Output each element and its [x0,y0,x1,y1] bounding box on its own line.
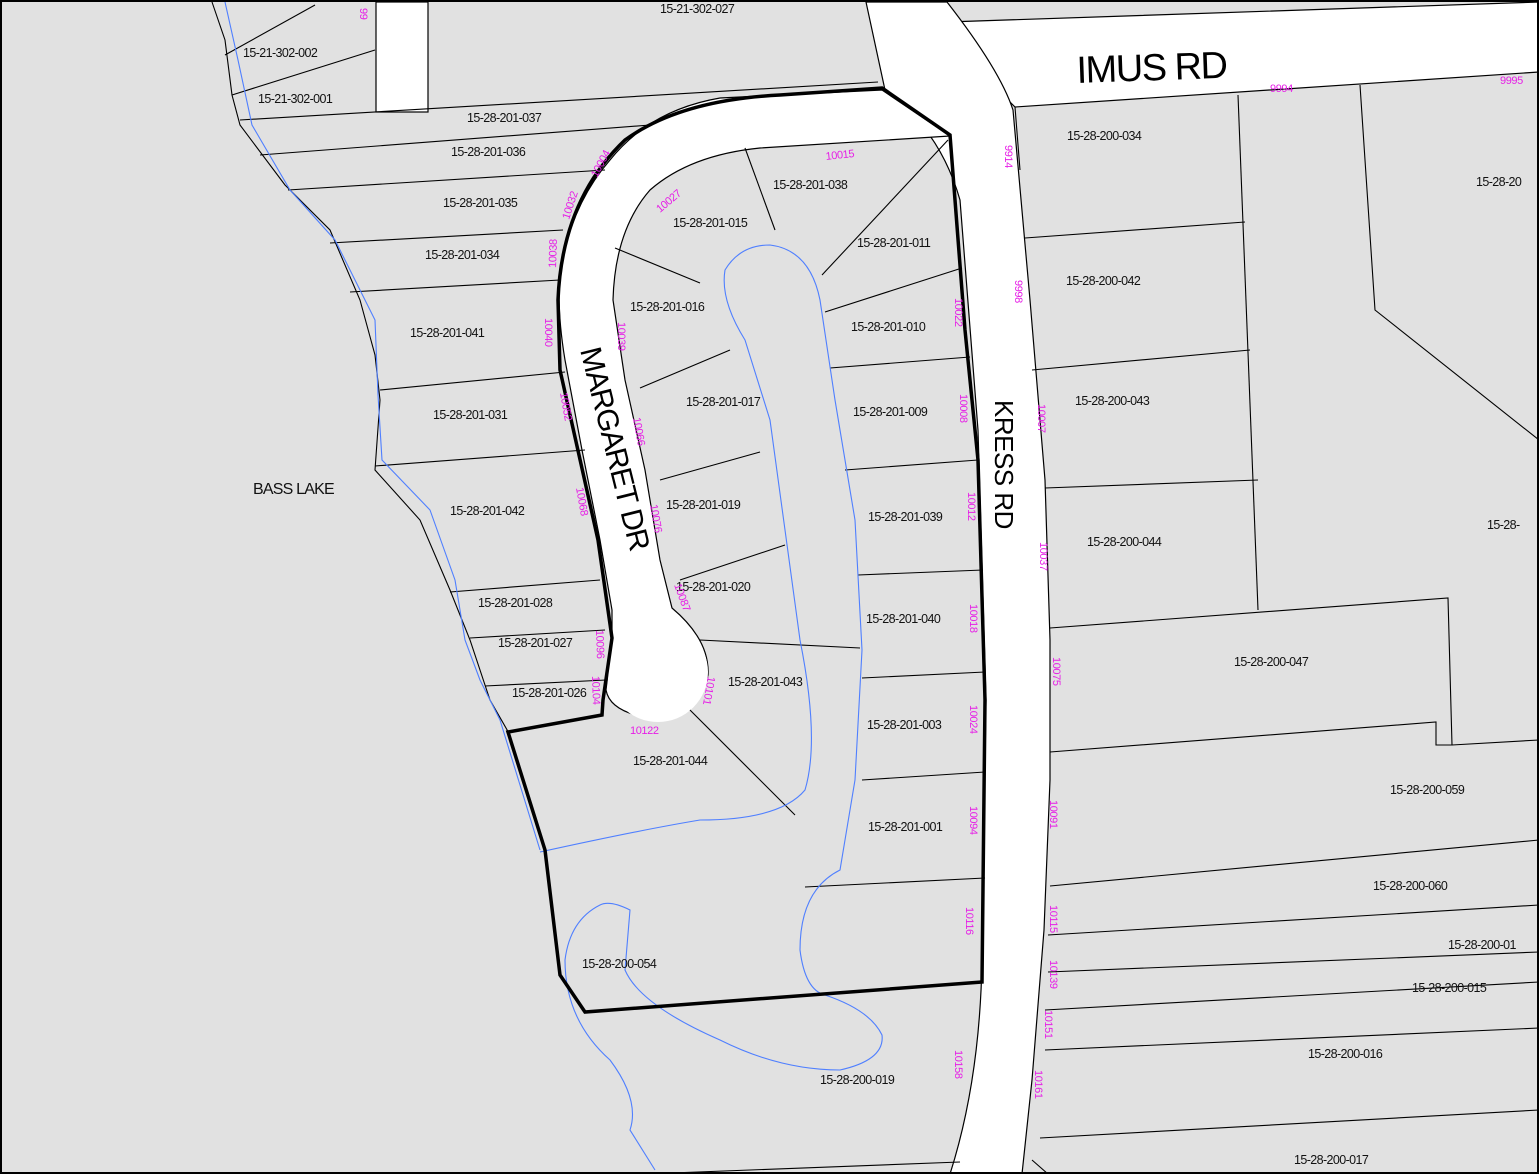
address-label: 10039 [615,322,627,351]
parcel-label[interactable]: 15-28-201-020 [676,580,751,594]
parcel-label[interactable]: 15-28- [1487,518,1521,532]
parcel-label[interactable]: 15-28-200-054 [582,957,657,971]
parcel-label[interactable]: 15-28-200-047 [1234,655,1309,669]
side-road[interactable] [375,1,429,113]
address-label: 10101 [700,675,717,706]
parcel-label[interactable]: 15-28-201-011 [857,236,932,250]
parcel-label[interactable]: 15-28-201-017 [686,395,761,409]
parcel-label[interactable]: 15-28-201-041 [410,326,485,340]
address-label: 10151 [1042,1010,1054,1039]
parcel-label[interactable]: 15-28-200-059 [1390,783,1465,797]
parcel-label[interactable]: 15-28-200-034 [1067,129,1142,143]
address-label: 10007 [1035,404,1047,433]
parcel-label[interactable]: 15-28-201-009 [853,405,928,419]
address-label: 10116 [963,907,975,935]
parcel-label[interactable]: 15-28-201-034 [425,248,500,262]
address-label: 9914 [1002,145,1014,168]
parcel-label[interactable]: 15-28-201-036 [451,145,526,159]
parcel-label[interactable]: 15-28-200-019 [820,1073,895,1087]
parcel-label[interactable]: 15-28-201-001 [868,820,943,834]
parcel-label[interactable]: 15-28-201-042 [450,504,525,518]
bass-lake-label: BASS LAKE [253,481,334,498]
parcel-label[interactable]: 15-28-200-016 [1308,1047,1383,1061]
parcel-label[interactable]: 15-21-302-001 [258,92,333,106]
parcel-label[interactable]: 15-28-201-043 [728,675,803,689]
parcel-label[interactable]: 15-28-201-010 [851,320,926,334]
parcel-label[interactable]: 15-28-201-037 [467,111,542,125]
parcel-label[interactable]: 15-21-302-027 [660,2,735,16]
parcel-label[interactable]: 15-28-200-017 [1294,1153,1369,1167]
parcel-label[interactable]: 15-28-201-044 [633,754,708,768]
parcel-label[interactable]: 15-28-200-01 [1448,938,1517,952]
parcel-label[interactable]: 15-28-200-015 [1412,981,1487,995]
address-label: 10122 [630,725,659,737]
address-label: 10091 [1047,800,1059,829]
parcel-label[interactable]: 15-28-201-039 [868,510,943,524]
parcel-label[interactable]: 15-28-20 [1476,175,1522,189]
imus-road-label: IMUS RD [1076,45,1227,92]
address-label: 10015 [825,148,855,163]
address-label: 9995 [1500,75,1523,87]
parcel-label[interactable]: 15-28-201-015 [673,216,748,230]
address-label: 10104 [589,676,602,705]
address-label: 10096 [593,630,606,659]
address-label: 10094 [967,806,979,835]
shoreline-layer [224,1,883,1171]
parcel-label[interactable]: 15-28-201-038 [773,178,848,192]
address-label: 9994 [1270,83,1293,95]
address-label: 10076 [647,503,664,534]
parcel-label-layer: 15-21-302-027 15-21-302-002 15-21-302-00… [243,2,1522,1167]
parcel-label[interactable]: 15-28-200-042 [1066,274,1141,288]
address-label: 10052 [557,391,574,422]
parcel-label[interactable]: 15-28-201-035 [443,196,518,210]
address-label: 10008 [957,394,969,423]
address-label: 9998 [1012,280,1024,303]
address-label: 10012 [965,492,977,521]
parcel-label[interactable]: 15-28-201-040 [866,612,941,626]
parcel-label[interactable]: 15-28-201-019 [666,498,741,512]
subject-boundary[interactable] [505,86,987,1014]
address-label: 99 [357,8,369,20]
cul-de-sac [608,622,708,722]
address-label: 10037 [1037,542,1049,571]
address-label: 10018 [967,604,979,633]
address-label: 10040 [542,318,554,347]
parcel-label[interactable]: 15-28-200-044 [1087,535,1162,549]
parcel-label[interactable]: 15-21-302-002 [243,46,318,60]
address-label: 10038 [547,239,560,268]
parcel-label[interactable]: 15-28-201-003 [867,718,942,732]
parcel-label[interactable]: 15-28-201-016 [630,300,705,314]
parcel-label[interactable]: 15-28-201-028 [478,596,553,610]
address-label: 10161 [1032,1070,1044,1099]
address-label: 10066 [630,416,647,447]
kress-road[interactable] [865,1,1051,1174]
address-label: 10068 [573,486,590,517]
road-layer [375,1,1539,1174]
kress-road-label: KRESS RD [989,400,1019,529]
parcel-label[interactable]: 15-28-201-026 [512,686,587,700]
address-label: 10139 [1047,960,1059,989]
address-label: 10158 [952,1050,964,1079]
address-label: 10075 [1050,657,1062,686]
address-label: 10022 [952,298,964,327]
address-label: 10115 [1047,905,1059,933]
parcel-lines [211,1,1539,1174]
parcel-label[interactable]: 15-28-200-060 [1373,879,1448,893]
parcel-label[interactable]: 15-28-201-031 [433,408,508,422]
address-label: 10024 [967,705,979,734]
parcel-label[interactable]: 15-28-201-027 [498,636,573,650]
parcel-label[interactable]: 15-28-200-043 [1075,394,1150,408]
